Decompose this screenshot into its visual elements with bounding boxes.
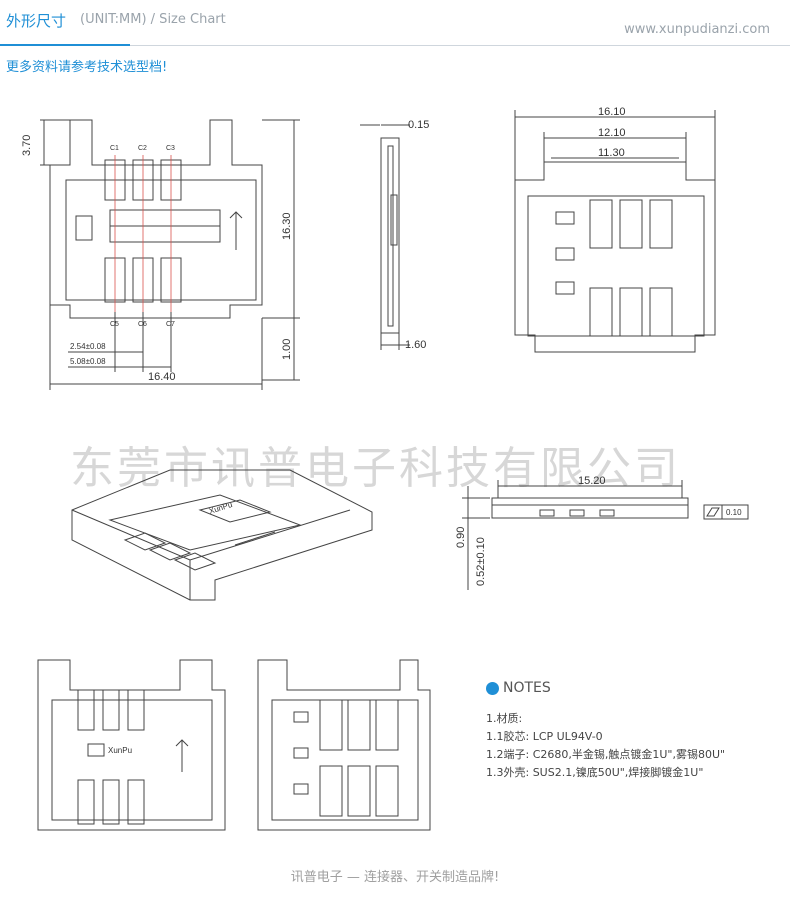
note-item: 1.2端子: C2680,半金锡,触点镀金1U",雾锡80U"	[486, 748, 726, 761]
pin-label-c3: C3	[166, 145, 175, 152]
website-url: www.xunpudianzi.com	[624, 22, 770, 37]
pin-label-c5: C5	[110, 321, 119, 328]
dim-11-30: 11.30	[598, 147, 625, 159]
pin-label-c2: C2	[138, 145, 147, 152]
profile-view-drawing	[462, 480, 749, 590]
notes-heading-text: NOTES	[503, 680, 551, 696]
note-item: 1.3外壳: SUS2.1,镍底50U",焊接脚镀金1U"	[486, 766, 704, 779]
top-view-small-drawing	[37, 659, 226, 831]
dim-5-08: 5.08±0.08	[70, 357, 106, 366]
subtitle: 更多资料请参考技术选型档!	[6, 60, 168, 75]
dim-0-52: 0.52±0.10	[475, 537, 487, 586]
isometric-view-drawing	[71, 469, 373, 601]
note-item: 1.材质:	[486, 712, 523, 725]
dim-2-54: 2.54±0.08	[70, 342, 106, 351]
title-chinese: 外形尺寸	[6, 12, 67, 30]
bottom-view-small-drawing	[257, 659, 431, 831]
footer-slogan: 讯普电子 — 连接器、开关制造品牌!	[290, 870, 500, 885]
notes-heading: NOTES	[486, 680, 776, 696]
top-view-drawing	[40, 119, 300, 390]
pin-label-c7: C7	[166, 321, 175, 328]
dim-0-90: 0.90	[455, 527, 467, 548]
dim-1-60: 1.60	[405, 339, 426, 351]
dim-0-15: 0.15	[408, 119, 429, 131]
header-accent-bar	[0, 44, 130, 46]
header-divider	[0, 45, 790, 46]
pin-label-c6: C6	[138, 321, 147, 328]
note-item: 1.1胶芯: LCP UL94V-0	[486, 730, 603, 743]
logo-text-small: XunPu	[108, 746, 132, 755]
dim-16-30: 16.30	[281, 212, 293, 240]
side-view-drawing	[360, 124, 410, 350]
dim-16-10: 16.10	[598, 106, 626, 118]
dim-3-70: 3.70	[21, 135, 33, 156]
bullet-dot-icon	[486, 681, 499, 695]
dim-15-20: 15.20	[578, 475, 606, 487]
bottom-view-drawing	[514, 110, 716, 353]
dim-1-00: 1.00	[281, 339, 293, 360]
title-english: (UNIT:MM) / Size Chart	[80, 12, 226, 27]
page-header: 外形尺寸 (UNIT:MM) / Size Chart www.xunpudia…	[0, 0, 790, 46]
pin-label-c1: C1	[110, 145, 119, 152]
flatness-value: 0.10	[726, 508, 742, 517]
dim-16-40: 16.40	[148, 371, 176, 383]
notes-section: NOTES 1.材质: 1.1胶芯: LCP UL94V-0 1.2端子: C2…	[486, 680, 776, 782]
dim-12-10: 12.10	[598, 127, 626, 139]
iso-logo-text: XunPu	[208, 500, 234, 516]
